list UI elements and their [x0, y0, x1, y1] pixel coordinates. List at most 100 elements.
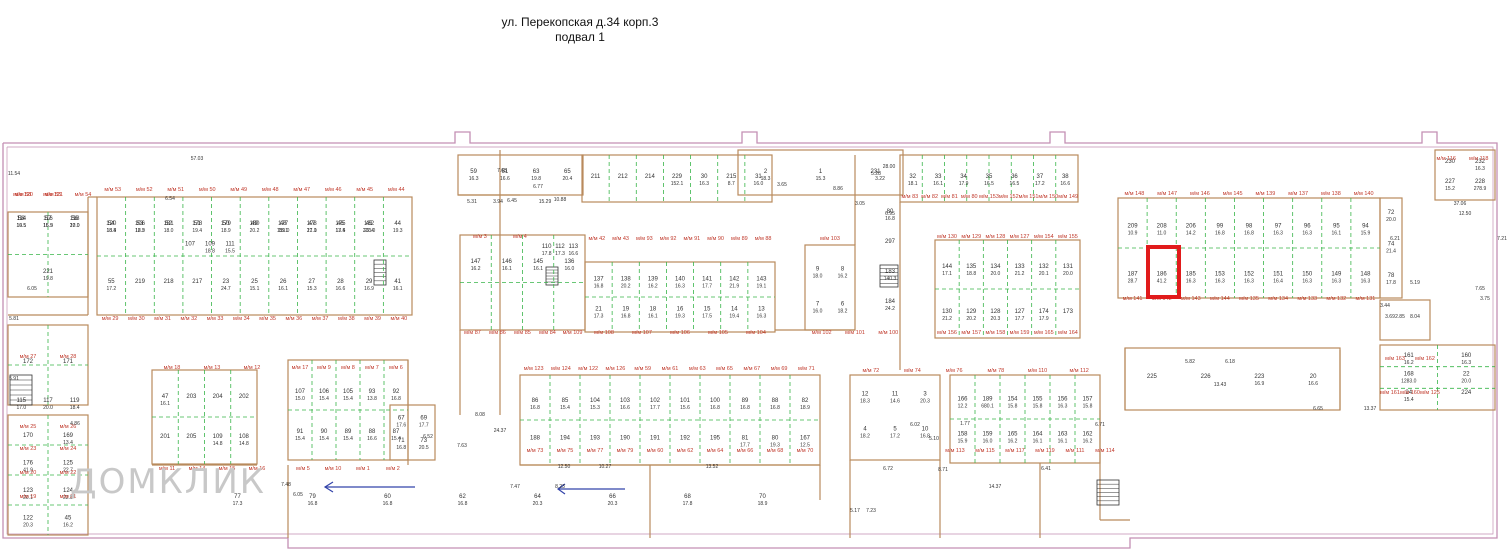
room-area: 16.3 [1058, 404, 1068, 410]
room-area: 16.2 [63, 522, 73, 528]
room-number: 219 [135, 279, 146, 285]
room-number: 229 [672, 174, 683, 180]
parking-label: м/м 58 [15, 192, 32, 198]
room-area: 16.2 [648, 284, 658, 290]
parking-label: м/м 153 [979, 194, 999, 200]
room-number: 176 [23, 460, 34, 466]
plan-floor-title: подвал 1 [555, 30, 605, 44]
parking-label: м/м 23 [20, 446, 37, 452]
room-number: 50 [223, 221, 230, 227]
parking-label: м/м 140 [1354, 191, 1374, 197]
room-number: 24 [1405, 390, 1412, 396]
room-number: 45 [366, 221, 373, 227]
room-number: 143 [756, 277, 767, 283]
room-area: 18.4 [106, 228, 116, 234]
dimension-label: 13.43 [1214, 382, 1227, 388]
parking-label: м/м 16 [249, 466, 266, 472]
room-number: 167 [800, 435, 811, 441]
parking-label: м/м 62 [677, 448, 694, 454]
room-number: 107 [295, 389, 306, 395]
parking-label: м/м 73 [527, 448, 544, 454]
room-number: 70 [759, 494, 766, 500]
room-number: 91 [297, 429, 304, 435]
room-number: 71 [398, 438, 405, 444]
parking-label: м/м 116 [1437, 156, 1456, 162]
room-number: 105 [343, 389, 354, 395]
room-number: 46 [337, 221, 344, 227]
parking-label: м/м 113 [945, 448, 964, 454]
room-area: 20.4 [563, 176, 573, 182]
parking-label: м/м 36 [286, 316, 303, 322]
room-number: 178 [307, 221, 318, 227]
parking-label: м/м 86 [489, 330, 506, 336]
room-number: 78 [1388, 273, 1395, 279]
room-area: 18.3 [761, 176, 771, 182]
parking-label: м/м 80 [961, 194, 978, 200]
room-number: 178 [192, 221, 203, 227]
parking-label: м/м 26 [60, 424, 77, 430]
room-area: 18.4 [70, 405, 80, 411]
room-area: 17.0 [70, 223, 80, 229]
room-number: 232 [1475, 159, 1486, 165]
room-number: 64 [534, 494, 541, 500]
dimension-label: 6.72 [883, 466, 893, 472]
dimension-label: 6.65 [1313, 406, 1323, 412]
room-number: 162 [1082, 432, 1093, 438]
room-area: 17.0 [16, 405, 26, 411]
dimension-label: 5.31 [467, 199, 477, 205]
room-number: 160 [1461, 353, 1472, 359]
parking-label: м/м 50 [199, 187, 216, 193]
room-number: 152 [1244, 272, 1255, 278]
parking-label: м/м 67 [743, 366, 760, 372]
room-block [804, 244, 856, 331]
parking-label: м/м 49 [230, 187, 247, 193]
parking-label: м/м 13 [204, 365, 221, 371]
room-number: 130 [942, 309, 953, 315]
room-area: 16.3 [1331, 279, 1341, 285]
parking-label: м/м 109 [563, 330, 583, 336]
room-area: 19.8 [43, 276, 53, 282]
room-area: 20.3 [608, 501, 618, 507]
parking-label: м/м 128 [986, 234, 1006, 240]
room-number: 31 [755, 174, 762, 180]
room-area: 12.5 [800, 442, 810, 448]
parking-label: м/м 110 [1028, 368, 1047, 374]
dimension-label: 4.86 [70, 421, 80, 427]
parking-label: м/м 54 [75, 192, 92, 198]
room-area: 16.3 [1361, 279, 1371, 285]
parking-label: м/м 38 [338, 316, 355, 322]
parking-label: м/м 104 [746, 330, 766, 336]
room-area: 18.8 [966, 271, 976, 277]
parking-label: м/м 64 [707, 448, 724, 454]
dimension-label: 7.21 [1497, 236, 1507, 242]
room-number: 144 [942, 264, 953, 270]
room-number: 82 [802, 398, 809, 404]
room-number: 102 [650, 398, 661, 404]
room-number: 120 [106, 221, 117, 227]
room-area: 16.6 [620, 405, 630, 411]
room-number: 127 [1015, 309, 1026, 315]
room-number: 49 [251, 221, 258, 227]
dimension-label: 6.41 [1041, 466, 1051, 472]
room-block [1124, 347, 1341, 411]
room-number: 165 [1007, 432, 1018, 438]
room-number: 186 [1157, 272, 1168, 278]
room-number: 87 [393, 429, 400, 435]
room-number: 112 [555, 244, 565, 250]
room-area: 16.8 [391, 396, 401, 402]
room-number: 145 [533, 259, 544, 265]
room-area: 16.8 [740, 405, 750, 411]
room-number: 23 [223, 279, 230, 285]
room-area: 15.3 [590, 405, 600, 411]
dimension-label: 13.37 [1364, 406, 1377, 412]
parking-label: м/м 132 [1326, 296, 1346, 302]
room-area: 20.0 [1063, 271, 1073, 277]
room-area: 17.8 [542, 251, 552, 257]
parking-label: м/м 20 [20, 470, 37, 476]
room-number: 191 [650, 435, 661, 441]
room-number: 72 [1388, 210, 1395, 216]
dimension-label: 13.52 [706, 464, 719, 470]
dimension-label: 7.47 [510, 484, 520, 490]
room-number: 132 [1039, 264, 1050, 270]
